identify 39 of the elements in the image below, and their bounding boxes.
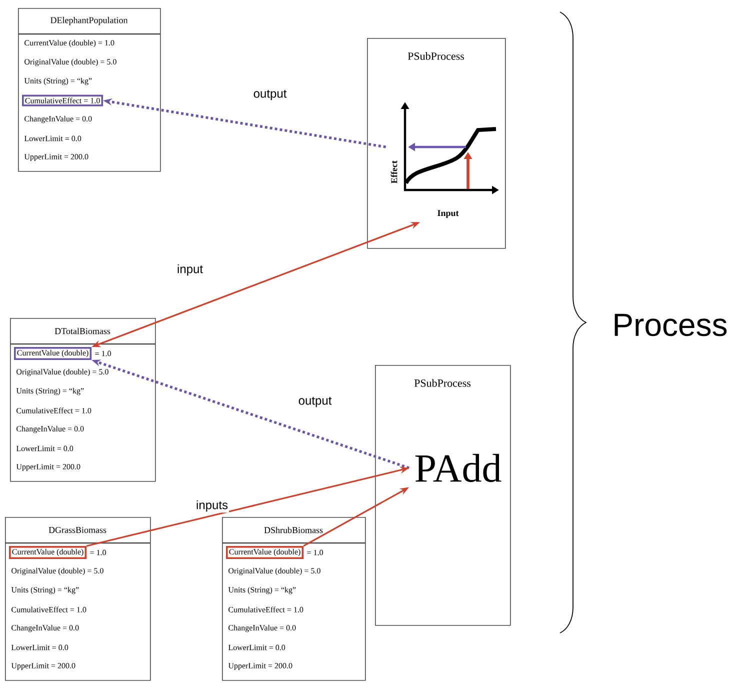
attribute-text: ChangeInValue = 0.0: [12, 624, 79, 632]
attribute-text: CumulativeEffect = 1.0: [228, 606, 304, 612]
axis-label: Effect: [390, 160, 398, 184]
attribute-text: ChangeInValue = 0.0: [16, 426, 84, 434]
attribute-text: CumulativeEffect = 1.0: [12, 606, 86, 612]
attribute-text: OriginalValue (double) = 5.0: [228, 568, 320, 576]
highlighted-field: CurrentValue (double): [14, 346, 92, 360]
attribute-text: Units (String) = “kg”: [24, 78, 92, 86]
attribute-text: ChangeInValue = 0.0: [24, 116, 92, 124]
attribute-text: CumulativeEffect = 1.0: [16, 408, 92, 414]
highlighted-field: CumulativeEffect = 1.0: [22, 94, 104, 106]
highlighted-field: CurrentValue (double): [226, 546, 304, 560]
edge-label: output: [298, 396, 332, 408]
attribute-text: OriginalValue (double) = 5.0: [16, 368, 108, 376]
axis-label: Input: [438, 210, 459, 218]
attribute-text: UpperLimit = 200.0: [228, 662, 292, 670]
attribute-text: = 1.0: [307, 550, 323, 556]
attribute-text: Units (String) = “kg”: [228, 586, 296, 594]
attribute-text: = 1.0: [90, 550, 106, 556]
attribute-text: LowerLimit = 0.0: [24, 136, 82, 142]
attribute-text: LowerLimit = 0.0: [11, 644, 68, 650]
attribute-text: UpperLimit = 200.0: [24, 154, 88, 162]
attribute-text: Units (String) = “kg”: [16, 388, 84, 396]
edge-label: inputs: [196, 500, 228, 512]
attribute-text: UpperLimit = 200.0: [11, 662, 76, 670]
highlighted-field: CurrentValue (double): [9, 546, 87, 560]
attribute-text: LowerLimit = 0.0: [228, 644, 286, 650]
attribute-text: ChangeInValue = 0.0: [228, 624, 296, 632]
edge-label: output: [254, 90, 287, 100]
edge-label: input: [178, 264, 203, 276]
brace-label: Process: [614, 314, 727, 336]
operation-label: PAdd: [415, 454, 502, 482]
attribute-text: LowerLimit = 0.0: [16, 446, 74, 452]
attribute-text: OriginalValue (double) = 5.0: [12, 568, 104, 576]
attribute-text: UpperLimit = 200.0: [16, 464, 80, 472]
attribute-text: OriginalValue (double) = 5.0: [24, 58, 116, 66]
attribute-text: CurrentValue (double) = 1.0: [24, 40, 114, 48]
attribute-text: Units (String) = “kg”: [11, 586, 79, 594]
attribute-text: = 1.0: [95, 350, 111, 356]
